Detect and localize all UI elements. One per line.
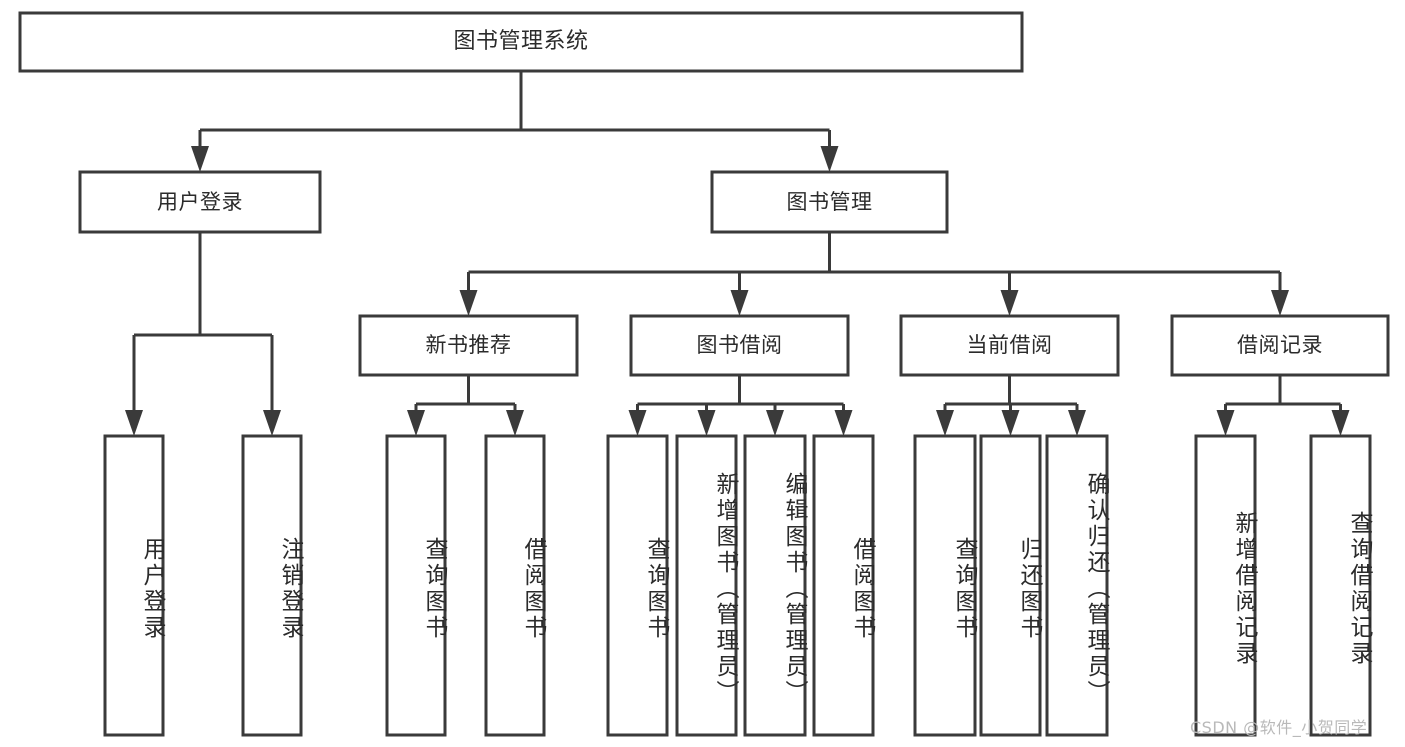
- arrow-head-leaf-query-book-rec: [407, 410, 425, 436]
- node-box-borrow-record[interactable]: [1170, 314, 1390, 377]
- arrow-head-leaf-query-book-borrow: [628, 410, 647, 436]
- node-box-book-borrow[interactable]: [629, 314, 850, 377]
- arrow-head-leaf-query-book-current: [936, 410, 954, 436]
- node-box-book-management[interactable]: [710, 170, 949, 234]
- node-box-leaf-add-borrow-record[interactable]: [1194, 434, 1257, 737]
- node-box-leaf-confirm-return[interactable]: [1045, 434, 1109, 737]
- arrow-head-leaf-borrow-book-rec: [506, 410, 524, 436]
- arrow-head-leaf-edit-book: [766, 410, 784, 436]
- node-box-new-book-recommend[interactable]: [358, 314, 579, 377]
- arrow-head-leaf-query-borrow-record: [1331, 410, 1350, 436]
- node-box-user-login[interactable]: [78, 170, 322, 234]
- arrow-head-leaf-confirm-return: [1068, 410, 1086, 436]
- arrow-head-borrow-record: [1271, 290, 1289, 316]
- node-box-leaf-add-book[interactable]: [675, 434, 738, 737]
- node-box-leaf-edit-book[interactable]: [743, 434, 807, 737]
- arrow-head-user-login: [191, 146, 209, 172]
- arrow-head-leaf-user-login: [125, 410, 143, 436]
- arrow-head-leaf-logout-login: [263, 410, 281, 436]
- node-box-root[interactable]: [18, 11, 1024, 73]
- arrow-head-leaf-return-book: [1001, 410, 1020, 436]
- node-box-leaf-borrow-book[interactable]: [812, 434, 875, 737]
- node-box-leaf-query-book-current[interactable]: [913, 434, 977, 737]
- watermark-text: CSDN @软件_小贺同学: [1190, 718, 1368, 737]
- node-box-leaf-user-login[interactable]: [103, 434, 165, 737]
- node-box-leaf-logout-login[interactable]: [241, 434, 303, 737]
- arrow-head-book-borrow: [730, 290, 749, 316]
- node-box-current-borrow[interactable]: [899, 314, 1120, 377]
- node-box-leaf-query-borrow-record[interactable]: [1309, 434, 1372, 737]
- node-box-leaf-borrow-book-rec[interactable]: [484, 434, 546, 737]
- arrow-head-new-book-recommend: [459, 290, 478, 316]
- node-box-leaf-query-book-rec[interactable]: [385, 434, 447, 737]
- arrow-head-leaf-add-borrow-record: [1216, 410, 1235, 436]
- node-box-leaf-query-book-borrow[interactable]: [606, 434, 669, 737]
- arrow-head-leaf-borrow-book: [834, 410, 853, 436]
- node-box-leaf-return-book[interactable]: [979, 434, 1042, 737]
- arrow-head-leaf-add-book: [697, 410, 716, 436]
- connector-layer: [125, 71, 1350, 436]
- arrow-head-current-borrow: [1000, 290, 1019, 316]
- arrow-head-book-management: [820, 146, 839, 172]
- node-box-layer: [18, 11, 1390, 737]
